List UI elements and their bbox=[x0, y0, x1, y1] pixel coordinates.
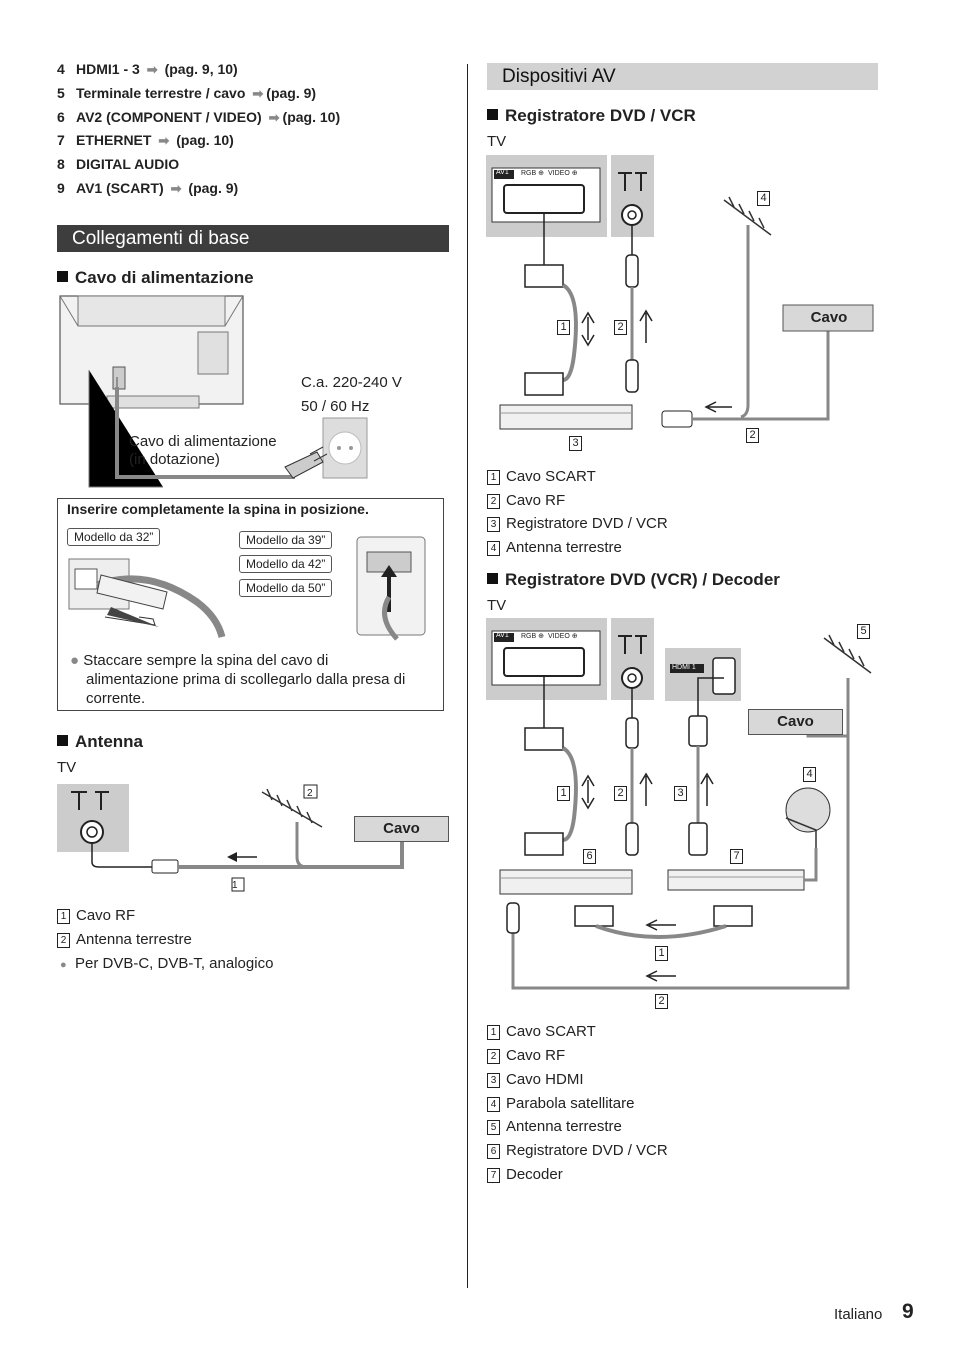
arrow-right-icon: ➡ bbox=[170, 181, 182, 196]
page-number: 9 bbox=[902, 1300, 914, 1323]
cable-label-sub: (in dotazione) bbox=[129, 451, 220, 468]
bullet-icon: ● bbox=[70, 652, 80, 669]
section-title-av: Dispositivi AV bbox=[487, 63, 878, 90]
dvd-heading: Registratore DVD / VCR bbox=[487, 106, 696, 126]
tv-label: TV bbox=[487, 133, 507, 150]
cable-box: Cavo bbox=[810, 309, 848, 326]
square-bullet-icon bbox=[57, 735, 68, 746]
tv-label: TV bbox=[487, 597, 507, 614]
arrow-right-icon: ➡ bbox=[158, 133, 170, 148]
bullet-note: ● Per DVB-C, DVB-T, analogico bbox=[60, 955, 274, 972]
model-42-label: Modello da 42” bbox=[239, 555, 333, 573]
model-50-label: Modello da 50” bbox=[239, 579, 333, 597]
square-bullet-icon bbox=[487, 573, 498, 584]
section-title-basic: Collegamenti di base bbox=[57, 225, 449, 252]
square-bullet-icon bbox=[487, 109, 498, 120]
antenna-heading: Antenna bbox=[57, 732, 143, 752]
plug-insert-illustration bbox=[68, 536, 426, 641]
cable-box: Cavo bbox=[748, 709, 843, 735]
model-39-label: Modello da 39” bbox=[239, 531, 333, 549]
model-32-label: Modello da 32” bbox=[67, 528, 161, 546]
arrow-right-icon: ➡ bbox=[252, 86, 264, 101]
arrow-right-icon: ➡ bbox=[268, 110, 280, 125]
footer-language: Italiano bbox=[834, 1306, 883, 1323]
bullet-icon: ● bbox=[60, 959, 67, 971]
power-note: ● Staccare sempre la spina del cavo di a… bbox=[70, 652, 406, 707]
column-divider bbox=[467, 64, 468, 1288]
square-bullet-icon bbox=[57, 271, 68, 282]
plug-instruction-box bbox=[57, 498, 444, 711]
arrow-right-icon: ➡ bbox=[146, 62, 158, 77]
tv-power-diagram bbox=[59, 295, 368, 488]
frequency-label: 50 / 60 Hz bbox=[301, 398, 370, 415]
voltage-label: C.a. 220-240 V bbox=[301, 374, 402, 391]
cable-box: Cavo bbox=[354, 816, 449, 842]
power-cable-heading: Cavo di alimentazione bbox=[57, 268, 254, 288]
dvd-connection-diagram bbox=[486, 155, 874, 430]
cable-label: Cavo di alimentazione bbox=[129, 433, 277, 450]
tv-label: TV bbox=[57, 759, 77, 776]
decoder-heading: Registratore DVD (VCR) / Decoder bbox=[487, 570, 780, 590]
decoder-connection-diagram bbox=[486, 618, 872, 990]
plug-box-title: Inserire completamente la spina in posiz… bbox=[67, 501, 369, 517]
